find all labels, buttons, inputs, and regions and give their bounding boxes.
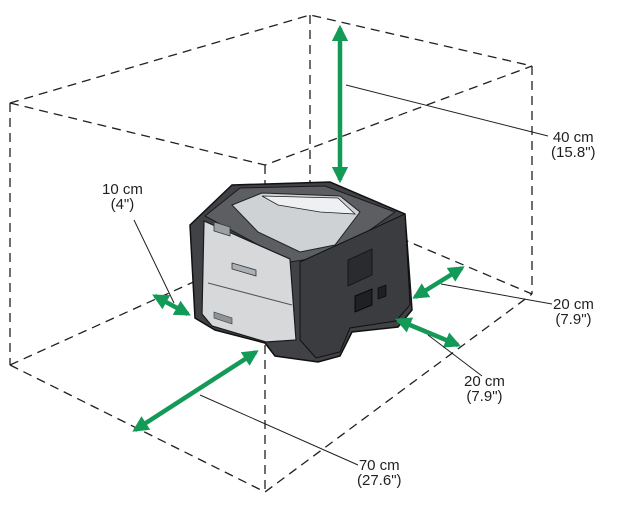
front-panel-seam (207, 282, 293, 306)
tray-handle (213, 311, 233, 325)
interface-port (377, 284, 387, 300)
right-clearance-metric: 20 cm (553, 296, 594, 313)
right-clearance-label: 20 cm (7.9") (553, 297, 594, 327)
front-clearance-label: 70 cm (27.6") (357, 458, 402, 488)
clearance-arrows (132, 24, 465, 432)
control-panel (213, 221, 231, 237)
rear-clearance-metric: 20 cm (464, 373, 505, 390)
printer-side (299, 213, 411, 359)
left-clearance-imperial: (4") (110, 196, 135, 213)
output-tray-lip (261, 195, 357, 215)
front-latch (231, 262, 257, 277)
front-clearance-metric: 70 cm (358, 457, 400, 474)
front-leader-line (199, 394, 359, 466)
top-leader-line (345, 84, 549, 137)
rear-clearance-arrow (395, 317, 461, 348)
left-clearance-label: 10 cm (4") (102, 182, 143, 212)
box-top-back-edges (9, 14, 533, 104)
box-bottom-back-left-edge (9, 269, 221, 366)
front-clearance-arrow (132, 350, 259, 432)
front-clearance-imperial: (27.6") (357, 472, 402, 489)
left-clearance-arrow (152, 294, 191, 316)
right-leader-line (440, 283, 553, 305)
side-vent (347, 248, 373, 287)
left-leader-line (133, 219, 175, 304)
right-clearance-imperial: (7.9") (555, 311, 592, 328)
top-clearance-label: 40 cm (15.8") (551, 130, 596, 160)
rear-leader-line (427, 334, 483, 377)
top-clearance-imperial: (15.8") (551, 144, 596, 161)
power-switch (354, 288, 373, 313)
leader-lines (133, 84, 553, 466)
left-clearance-metric: 10 cm (102, 181, 143, 198)
rear-clearance-imperial: (7.9") (466, 388, 503, 405)
clearance-box (9, 14, 533, 493)
top-clearance-metric: 40 cm (552, 129, 594, 146)
box-bottom-front-edges (9, 293, 533, 493)
rear-clearance-label: 20 cm (7.9") (464, 374, 505, 404)
printer-illustration (189, 181, 413, 363)
box-top-front-edges (9, 65, 533, 166)
box-bottom-back-right-edge (399, 237, 533, 295)
right-clearance-arrow (412, 266, 465, 299)
front-panel (201, 220, 297, 343)
